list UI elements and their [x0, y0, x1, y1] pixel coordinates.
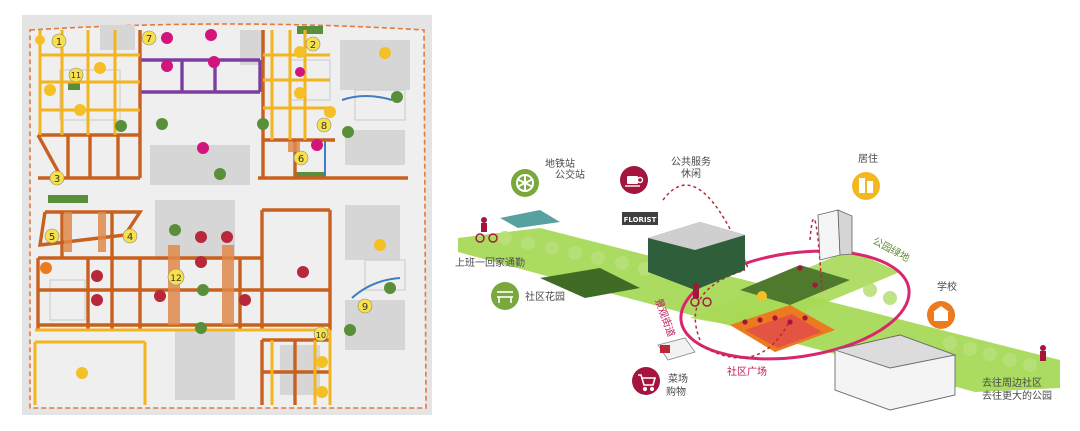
school-block — [833, 334, 957, 411]
poi-dots-yellow — [35, 35, 391, 398]
yellow-streets — [33, 30, 332, 405]
shopping-cart-icon — [638, 374, 657, 392]
marker-9: 9 — [357, 298, 373, 314]
community-ring — [679, 249, 911, 361]
poi-dots-magenta — [161, 29, 323, 154]
poi-dots-green — [115, 91, 403, 336]
marker-3: 3 — [49, 170, 65, 186]
florist-building: FLORIST — [622, 212, 745, 290]
poi-dots-red — [91, 231, 309, 306]
green-strip — [296, 172, 326, 179]
marker-label: 8 — [321, 121, 327, 132]
residential-tower — [817, 209, 853, 261]
marker-2: 2 — [305, 36, 321, 52]
living-label: 居住 — [858, 152, 878, 165]
public-service-badge: 公共服务 休闲 — [620, 155, 711, 194]
market-label-line2: 购物 — [666, 385, 686, 398]
marker-10: 10 — [313, 326, 329, 342]
numbered-markers: 1 2 3 4 5 6 7 8 9 10 11 12 — [44, 30, 373, 342]
plaza-lawn — [740, 265, 850, 305]
green-strip — [297, 26, 323, 34]
community-life-diagram: FLORIST — [455, 152, 1060, 411]
school-icon — [933, 306, 949, 321]
plaza-label: 社区广场 — [727, 365, 767, 378]
garden-label: 社区花园 — [525, 290, 565, 303]
marker-8: 8 — [316, 117, 332, 133]
marker-label: 2 — [310, 40, 316, 51]
marker-label: 3 — [54, 174, 60, 185]
marker-7: 7 — [141, 30, 157, 46]
marker-label: 1 — [56, 37, 62, 48]
metro-canopy — [500, 210, 560, 228]
garden-badge: 社区花园 — [491, 282, 565, 310]
marker-label: 6 — [298, 154, 304, 165]
poi-dot-orange — [40, 262, 52, 274]
marker-label: 5 — [49, 232, 55, 243]
marker-1: 1 — [51, 33, 67, 49]
outgoing-label-line1: 去往周边社区 — [982, 376, 1042, 389]
marker-label: 10 — [316, 331, 326, 340]
marker-label: 4 — [127, 232, 133, 243]
green-strip — [48, 195, 88, 203]
building-footprints — [100, 25, 410, 400]
marker-label: 9 — [362, 302, 368, 313]
marker-5: 5 — [44, 228, 60, 244]
apartment-building-icon — [859, 178, 873, 193]
park-bench-icon — [497, 291, 513, 303]
marker-11: 11 — [68, 67, 84, 83]
public-service-label-line1: 公共服务 — [671, 155, 711, 168]
metro-icon — [516, 174, 534, 192]
florist-sign: FLORIST — [624, 216, 657, 224]
purple-streets — [140, 58, 262, 94]
community-garden-lawn — [540, 268, 640, 298]
commute-label: 上班一回家通勤 — [455, 256, 525, 269]
marker-6: 6 — [293, 150, 309, 166]
stream — [351, 277, 401, 299]
metro-label-line1: 地铁站 — [545, 157, 575, 170]
green-strip — [68, 82, 80, 90]
market-label-line1: 菜场 — [668, 372, 688, 385]
sun-icon — [757, 291, 767, 301]
metro-label-line2: 公交站 — [555, 168, 585, 181]
public-service-label-line2: 休闲 — [681, 167, 701, 180]
marker-label: 7 — [146, 34, 152, 45]
site-plan-map: 1 2 3 4 5 6 7 8 9 10 11 12 — [22, 15, 432, 415]
marker-label: 12 — [170, 274, 181, 284]
marker-4: 4 — [122, 228, 138, 244]
coffee-cup-icon — [625, 176, 644, 187]
plaza-square — [730, 305, 835, 352]
people-silhouettes — [481, 217, 1046, 361]
bicycles — [475, 233, 712, 307]
market-kiosk — [657, 337, 696, 361]
metro-badge: 地铁站 公交站 — [511, 157, 585, 197]
school-badge: 学校 — [927, 280, 957, 329]
orange-streets — [36, 30, 408, 405]
market-badge: 菜场 购物 — [632, 367, 688, 398]
marker-12: 12 — [167, 268, 185, 286]
outgoing-label-line2: 去往更大的公园 — [982, 389, 1052, 402]
marker-label: 11 — [71, 71, 81, 80]
school-label: 学校 — [937, 280, 957, 293]
stream — [341, 95, 393, 101]
living-badge: 居住 — [852, 152, 880, 200]
